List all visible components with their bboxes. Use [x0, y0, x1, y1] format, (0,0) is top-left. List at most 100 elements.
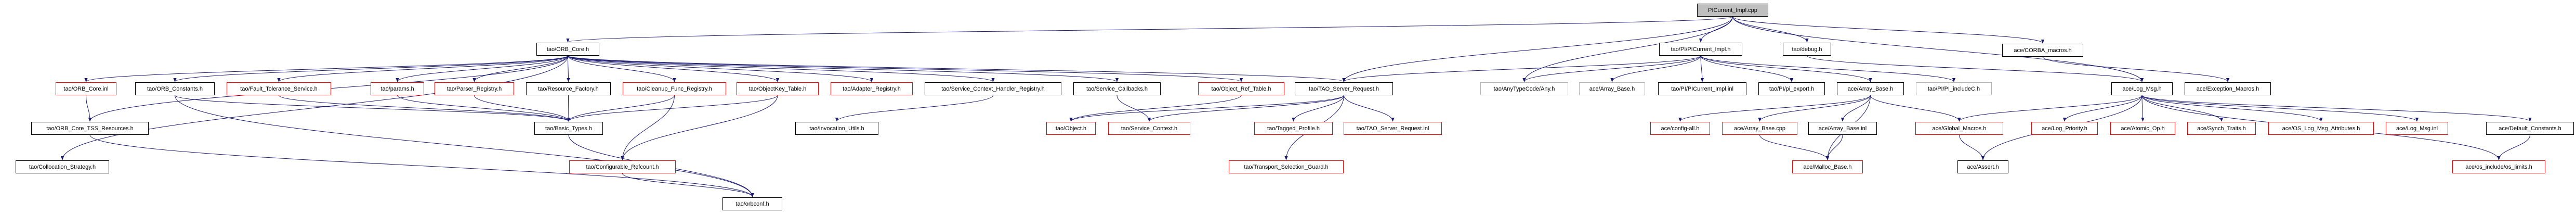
graph-node-parser[interactable]: tao/Parser_Registry.h [435, 82, 514, 95]
graph-node-defconst[interactable]: ace/Default_Constants.h [2486, 122, 2574, 135]
graph-node-svcctx[interactable]: tao/Service_Context.h [1108, 122, 1190, 135]
graph-node-atomicop[interactable]: ace/Atomic_Op.h [2110, 122, 2175, 135]
graph-node-debug[interactable]: tao/debug.h [1783, 43, 1831, 56]
include-edge-abinl-malloc [1825, 134, 1843, 160]
graph-node-confref[interactable]: tao/Configurable_Refcount.h [569, 160, 676, 173]
include-edge-objectkey-basictypes [567, 95, 778, 122]
include-edge-corbamacros-excmacros [2042, 56, 2230, 82]
include-edge-orbcoreinl-tss [86, 95, 92, 122]
include-edge-logmsg-defconst [2141, 95, 2532, 122]
graph-node-objectkey[interactable]: tao/ObjectKey_Table.h [737, 82, 819, 95]
include-edge-cpp-debug [1732, 16, 1809, 43]
include-edge-logmsg-synchtraits [2141, 95, 2224, 122]
graph-node-cpp[interactable]: PICurrent_Impl.cpp [1697, 4, 1768, 17]
graph-node-cleanup[interactable]: tao/Cleanup_Func_Registry.h [623, 82, 726, 95]
include-edge-orbcore-tsr [568, 55, 1346, 82]
graph-node-piincludec[interactable]: tao/PI/PI_includeC.h [1916, 82, 1992, 95]
include-edge-tsr-tsrinl [1344, 95, 1395, 122]
include-edge-orbcore-orbconst [173, 55, 568, 82]
graph-node-malloc[interactable]: ace/Malloc_Base.h [1792, 160, 1863, 173]
graph-node-abinl[interactable]: ace/Array_Base.inl [1808, 122, 1877, 135]
include-edge-orbcore-colloc [60, 55, 568, 160]
graph-node-configall[interactable]: ace/config-all.h [1650, 122, 1710, 135]
graph-node-basictypes[interactable]: tao/Basic_Types.h [534, 122, 603, 135]
include-edge-schr-invutils [835, 95, 993, 122]
include-edge-orbcore-ft [277, 55, 568, 82]
include-edge-logmsg-atomicop [2141, 95, 2145, 122]
include-edge-confref-orbconf [622, 173, 754, 197]
graph-node-assert[interactable]: ace/Assert.h [1957, 160, 2008, 173]
include-edge-ft-basictypes [279, 95, 571, 122]
graph-node-excmacros[interactable]: ace/Exception_Macros.h [2185, 82, 2271, 95]
include-edge-orbcore-ort [568, 55, 1243, 82]
include-edge-orbcore-cleanup [568, 55, 676, 82]
include-edge-orbconst-orbconf [175, 95, 754, 197]
graph-node-colloc[interactable]: tao/Collocation_Strategy.h [16, 160, 109, 173]
graph-node-ort[interactable]: tao/Object_Ref_Table.h [1198, 82, 1284, 95]
graph-node-ab_gray[interactable]: ace/Array_Base.h [1579, 82, 1645, 95]
include-edge-orbcore-parser [472, 55, 568, 82]
graph-node-globalmacros[interactable]: ace/Global_Macros.h [1915, 122, 2003, 135]
graph-node-orbcore[interactable]: tao/ORB_Core.h [536, 43, 599, 56]
include-edge-ab_black-abinl [1841, 95, 1871, 122]
graph-node-corbamacros[interactable]: ace/CORBA_macros.h [2002, 44, 2083, 57]
include-edge-scb-svcctx [1116, 95, 1151, 122]
graph-node-ft[interactable]: tao/Fault_Tolerance_Service.h [227, 82, 331, 95]
include-edge-ab_black-abcpp [1758, 95, 1871, 122]
graph-node-pich[interactable]: tao/PI/PICurrent_Impl.h [1659, 43, 1742, 56]
graph-node-logpriority[interactable]: ace/Log_Priority.h [2031, 122, 2098, 135]
graph-node-orbconf[interactable]: tao/orbconf.h [722, 197, 782, 210]
include-edge-pich-ab_black [1700, 55, 1872, 82]
include-edge-tss-orbconf [89, 134, 754, 197]
include-edge-cpp-tsr [1342, 16, 1733, 82]
include-edge-orbconst-basictypes [175, 95, 570, 122]
graph-node-object[interactable]: tao/Object.h [1046, 122, 1096, 135]
include-edge-cpp-orbcore [567, 16, 1733, 43]
graph-node-any[interactable]: tao/AnyTypeCode/Any.h [1480, 82, 1568, 95]
include-edge-logmsg-oslogmsg [2141, 95, 2323, 122]
graph-node-tagged[interactable]: tao/Tagged_Profile.h [1254, 122, 1333, 135]
graph-node-scb[interactable]: tao/Service_Callbacks.h [1073, 82, 1161, 95]
graph-node-tsg[interactable]: tao/Transport_Selection_Guard.h [1229, 160, 1344, 173]
graph-node-oslimits[interactable]: ace/os_include/os_limits.h [2452, 160, 2545, 173]
graph-node-tss[interactable]: tao/ORB_Core_TSS_Resources.h [31, 122, 149, 135]
graph-node-oslogmsg[interactable]: ace/OS_Log_Msg_Attributes.h [2268, 122, 2374, 135]
include-edge-cleanup-basictypes [567, 95, 675, 122]
graph-node-logmsg[interactable]: ace/Log_Msg.h [2111, 82, 2173, 95]
include-edge-logmsg-logpriority [2062, 95, 2143, 122]
graph-node-invutils[interactable]: tao/Invocation_Utils.h [795, 122, 878, 135]
include-edge-orbcore-orbcoreinl [84, 55, 568, 82]
include-edge-abcpp-malloc [1759, 134, 1830, 160]
graph-node-orbcoreinl[interactable]: tao/ORB_Core.inl [56, 82, 116, 95]
include-edge-params-basictypes [397, 95, 571, 122]
include-edge-logmsg-globalmacros [1957, 95, 2143, 122]
graph-node-tsr[interactable]: tao/TAO_Server_Request.h [1295, 82, 1393, 95]
graph-node-ab_black[interactable]: ace/Array_Base.h [1837, 82, 1904, 95]
graph-node-tsrinl[interactable]: tao/TAO_Server_Request.inl [1344, 122, 1442, 135]
include-edge-tsr-object [1069, 95, 1344, 122]
graph-node-abcpp[interactable]: ace/Array_Base.cpp [1722, 122, 1797, 135]
include-edge-pich-piexport [1700, 55, 1794, 82]
graph-node-picinl[interactable]: tao/PI/PICurrent_Impl.inl [1658, 82, 1746, 95]
include-edge-pich-any [1522, 55, 1701, 82]
include-edge-debug-logmsg [1807, 55, 2144, 82]
graph-node-params[interactable]: tao/params.h [371, 82, 424, 95]
graph-node-adapter[interactable]: tao/Adapter_Registry.h [831, 82, 913, 95]
include-edge-parser-basictypes [474, 95, 571, 122]
graph-node-piexport[interactable]: tao/PI/pi_export.h [1758, 82, 1825, 95]
include-edge-objectkey-confref [621, 95, 778, 160]
graph-node-logmsginl[interactable]: ace/Log_Msg.inl [2386, 122, 2448, 135]
graph-node-resource[interactable]: tao/Resource_Factory.h [526, 82, 611, 95]
include-edge-globalmacros-assert [1959, 134, 1985, 160]
graph-node-synchtraits[interactable]: ace/Synch_Traits.h [2187, 122, 2256, 135]
include-edge-pich-picinl [1700, 55, 1704, 82]
graph-node-orbconst[interactable]: tao/ORB_Constants.h [135, 82, 215, 95]
include-edge-pich-piincludec [1700, 55, 1956, 82]
graph-node-schr[interactable]: tao/Service_Context_Handler_Registry.h [925, 82, 1061, 95]
include-edge-cleanup-confref [621, 95, 675, 160]
include-edge-orbcore-resource [567, 55, 570, 82]
include-edge-orbcore-adapter [568, 55, 874, 82]
include-edge-pich-ab_gray [1610, 55, 1701, 82]
